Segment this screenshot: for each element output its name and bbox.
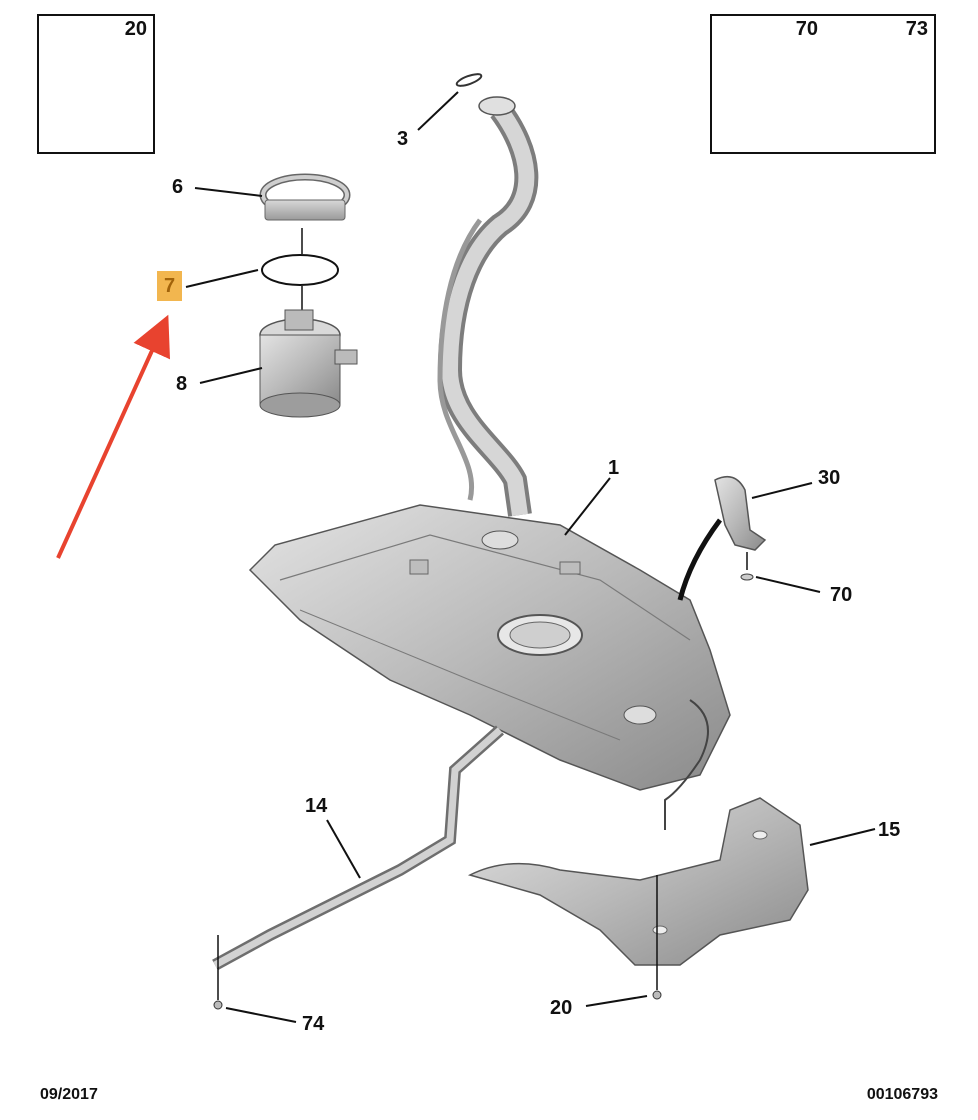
strap-part-14	[212, 725, 504, 1010]
seal-ring-part-7	[261, 254, 339, 286]
inset-part-73: 73	[824, 14, 936, 154]
leader-lines	[185, 91, 876, 1023]
inset-number-20: 20	[124, 18, 147, 40]
heat-shield-part-15	[467, 797, 809, 1000]
footer-date: 09/2017	[40, 1086, 98, 1103]
inset-part-20: 20	[37, 14, 155, 154]
callout-70: 70	[830, 584, 853, 606]
bracket-part-30	[677, 475, 767, 601]
inset-number-73: 73	[905, 18, 928, 40]
red-pointer-arrow	[56, 314, 171, 559]
callout-14: 14	[305, 795, 328, 817]
callout-20: 20	[550, 997, 573, 1019]
fuel-tank-part-1	[248, 504, 731, 830]
inset-part-70: 70	[710, 14, 826, 154]
callout-30: 30	[818, 467, 841, 489]
callout-8: 8	[176, 373, 188, 395]
footer-reference: 00106793	[866, 1086, 938, 1103]
callout-15: 15	[878, 819, 901, 841]
callout-1: 1	[608, 457, 620, 479]
fuel-pump-part-8	[259, 228, 358, 418]
seal-part-3	[455, 73, 483, 87]
inset-number-70: 70	[795, 18, 818, 40]
callout-3: 3	[397, 128, 409, 150]
callout-7-highlighted: 7	[157, 271, 183, 301]
callout-74: 74	[302, 1013, 325, 1035]
locking-ring-part-6	[259, 173, 351, 221]
callout-6: 6	[172, 176, 184, 198]
filler-pipe	[437, 96, 539, 517]
